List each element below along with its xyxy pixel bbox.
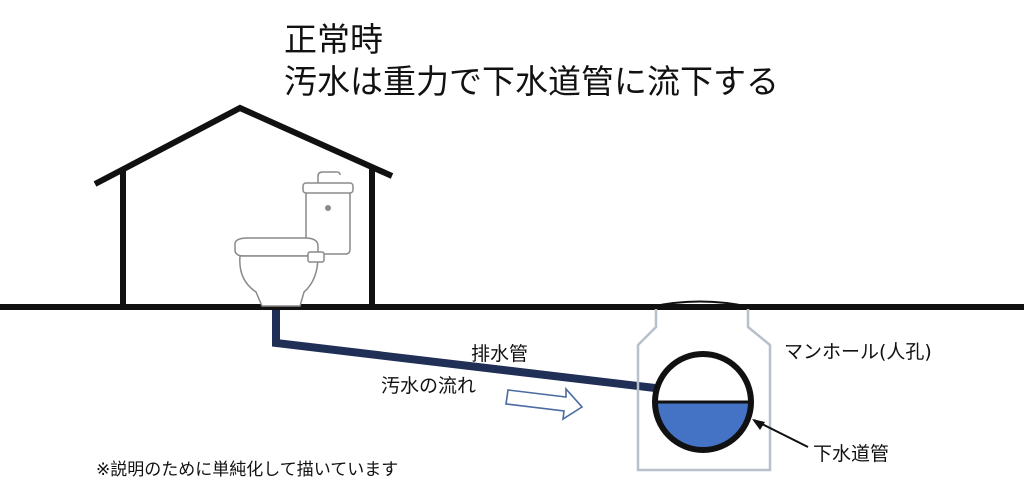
flow-arrow-icon <box>505 386 584 421</box>
house <box>93 104 394 307</box>
manhole-outline <box>636 309 772 472</box>
sewer-pipe <box>652 351 754 453</box>
sewer-pipe-label: 下水道管 <box>813 443 889 465</box>
manhole-label: マンホール(人孔) <box>784 341 932 363</box>
drain-pipe-label: 排水管 <box>471 343 528 365</box>
sewer-pointer-arrow-icon <box>752 419 809 448</box>
manhole-cover <box>649 300 751 308</box>
house-roof <box>93 104 394 187</box>
manhole <box>636 300 772 472</box>
sewer-pipe-outline <box>652 351 754 453</box>
toilet-icon <box>234 171 354 307</box>
title-line-2: 汚水は重力で下水道管に流下する <box>284 62 779 101</box>
flow-label: 汚水の流れ <box>381 375 476 397</box>
drain-pipe <box>272 310 656 392</box>
title-line-1: 正常時 <box>284 20 383 59</box>
note-text: ※説明のために単純化して描いています <box>96 460 398 480</box>
